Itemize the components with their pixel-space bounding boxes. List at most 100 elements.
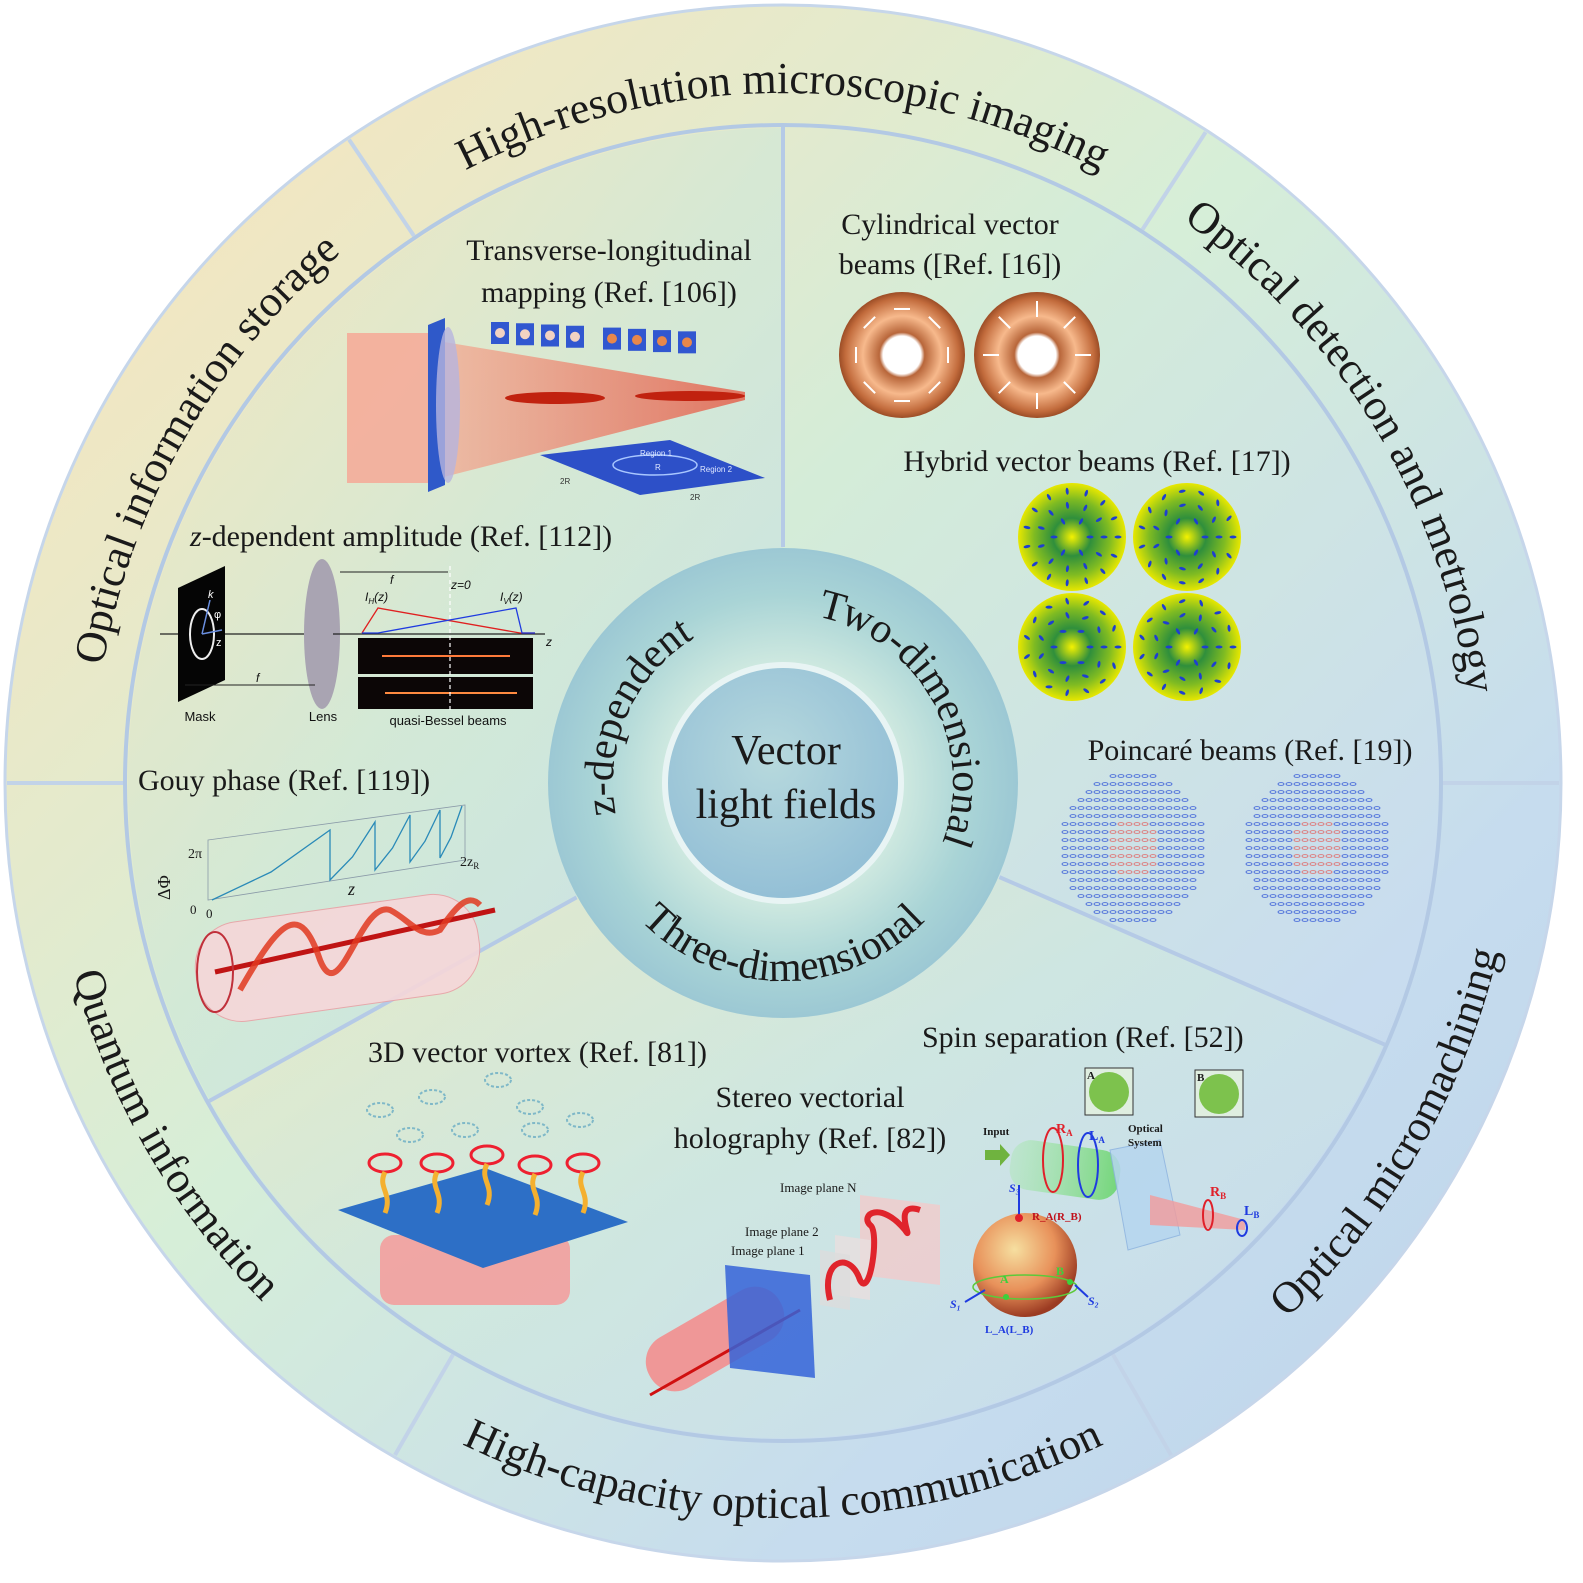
polarization-ellipse bbox=[1157, 798, 1165, 802]
polarization-ellipse bbox=[1309, 910, 1317, 914]
label-rb: RB bbox=[1210, 1185, 1226, 1201]
polarization-ellipse bbox=[1173, 870, 1181, 874]
polarization-ellipse bbox=[1211, 551, 1216, 558]
polarization-ellipse bbox=[1341, 854, 1349, 858]
polarization-ellipse bbox=[1189, 822, 1197, 826]
polarization-ellipse bbox=[1117, 902, 1125, 906]
polarization-ellipse bbox=[1189, 806, 1197, 810]
polarization-ellipse bbox=[1069, 878, 1077, 882]
label-ih: IH(z) bbox=[365, 590, 388, 606]
metasurface-plane bbox=[338, 1168, 628, 1268]
polarization-ellipse bbox=[1215, 535, 1223, 539]
polarization-ellipse bbox=[1117, 814, 1125, 818]
polarization-ellipse bbox=[1317, 854, 1325, 858]
vortex-ring-upper bbox=[484, 1072, 512, 1088]
polarization-ellipse bbox=[1301, 790, 1309, 794]
label-lens: Lens bbox=[309, 709, 338, 724]
polarization-ellipse bbox=[1333, 846, 1341, 850]
polarization-ellipse bbox=[1141, 798, 1149, 802]
polarization-ellipse bbox=[1365, 854, 1373, 858]
polarization-ellipse bbox=[1141, 814, 1149, 818]
polarization-ellipse bbox=[1211, 516, 1216, 523]
polarization-ellipse bbox=[1325, 910, 1333, 914]
polarization-ellipse bbox=[1077, 862, 1085, 866]
polarization-ellipse bbox=[1277, 910, 1285, 914]
polarization-ellipse bbox=[1357, 886, 1365, 890]
region-plane bbox=[540, 440, 765, 495]
poincare-sphere bbox=[973, 1213, 1077, 1317]
polarization-ellipse bbox=[1349, 910, 1357, 914]
polarization-ellipse bbox=[1373, 854, 1381, 858]
polarization-ellipse bbox=[1277, 862, 1285, 866]
polarization-ellipse bbox=[1133, 894, 1141, 898]
polarization-ellipse bbox=[1069, 806, 1077, 810]
polarization-ellipse bbox=[1317, 894, 1325, 898]
polarization-ellipse bbox=[1317, 822, 1325, 826]
polarization-ellipse bbox=[1085, 838, 1093, 842]
polarization-ellipse bbox=[1125, 774, 1133, 778]
polarization-ellipse bbox=[1197, 830, 1205, 834]
polarization-ellipse bbox=[1069, 846, 1077, 850]
polarization-ellipse bbox=[1341, 790, 1349, 794]
label-iv: IV(z) bbox=[500, 590, 523, 606]
polarization-ellipse bbox=[1309, 854, 1317, 858]
polarization-ellipse bbox=[1245, 838, 1253, 842]
pattern-spot bbox=[495, 328, 505, 338]
polarization-ellipse bbox=[1293, 822, 1301, 826]
polarization-ellipse bbox=[1085, 846, 1093, 850]
polarization-ellipse bbox=[1081, 616, 1089, 620]
polarization-ellipse bbox=[1181, 830, 1189, 834]
polarization-ellipse bbox=[1101, 894, 1109, 898]
polarization-ellipse bbox=[1178, 690, 1186, 695]
polarization-ellipse bbox=[1341, 806, 1349, 810]
vortex-ring-upper bbox=[521, 1122, 549, 1138]
polarization-ellipse bbox=[1357, 838, 1365, 842]
polarization-ellipse bbox=[1149, 790, 1157, 794]
la-subscript: A bbox=[1098, 1135, 1105, 1145]
polarization-ellipse bbox=[1125, 838, 1133, 842]
r-subscript: R bbox=[473, 861, 479, 871]
polarization-ellipse bbox=[1085, 790, 1093, 794]
polarization-ellipse bbox=[1189, 870, 1197, 874]
polarization-ellipse bbox=[1269, 838, 1277, 842]
polarization-ellipse bbox=[1117, 830, 1125, 834]
polarization-ellipse bbox=[1141, 910, 1149, 914]
polarization-ellipse bbox=[1069, 886, 1077, 890]
polarization-ellipse bbox=[1095, 552, 1102, 557]
polarization-ellipse bbox=[1293, 790, 1301, 794]
polarization-ellipse bbox=[1269, 870, 1277, 874]
polarization-ellipse bbox=[1373, 814, 1381, 818]
rb-symbol: R bbox=[1210, 1185, 1221, 1200]
polarization-ellipse bbox=[1157, 806, 1165, 810]
polarization-ellipse bbox=[1309, 870, 1317, 874]
vortex-rings bbox=[366, 1072, 601, 1216]
polarization-ellipse bbox=[1349, 894, 1357, 898]
iv-symbol: I bbox=[500, 590, 504, 604]
pattern-spot bbox=[682, 337, 692, 348]
image-plane-n bbox=[860, 1195, 940, 1285]
polarization-ellipse bbox=[1165, 878, 1173, 882]
polarization-ellipse bbox=[1301, 886, 1309, 890]
polarization-ellipse bbox=[1317, 782, 1325, 786]
caption: Gouy phase (Ref. [119]) bbox=[138, 764, 430, 797]
polarization-ellipse bbox=[1245, 846, 1253, 850]
point-a bbox=[1003, 1294, 1009, 1300]
polarization-ellipse bbox=[1065, 597, 1069, 605]
pattern-spot bbox=[607, 333, 617, 344]
polarization-ellipse bbox=[1293, 838, 1301, 842]
lb-subscript: B bbox=[1253, 1210, 1259, 1220]
polarization-ellipse bbox=[1101, 838, 1109, 842]
transverse-patterns bbox=[491, 322, 696, 354]
polarization-ellipse bbox=[1216, 567, 1220, 575]
label-kr: k bbox=[208, 589, 214, 601]
polarization-ellipse bbox=[1198, 490, 1205, 496]
polarization-ellipse bbox=[1261, 806, 1269, 810]
polarization-ellipse bbox=[1125, 782, 1133, 786]
label-image-plane-1: Image plane 1 bbox=[731, 1243, 805, 1258]
polarization-ellipse bbox=[1114, 645, 1122, 649]
polarization-ellipse bbox=[1285, 838, 1293, 842]
polarization-ellipse bbox=[1157, 886, 1165, 890]
polarization-ellipse bbox=[1189, 830, 1197, 834]
polarization-ellipse bbox=[1341, 822, 1349, 826]
poincare-beam-patterns bbox=[1061, 774, 1389, 922]
